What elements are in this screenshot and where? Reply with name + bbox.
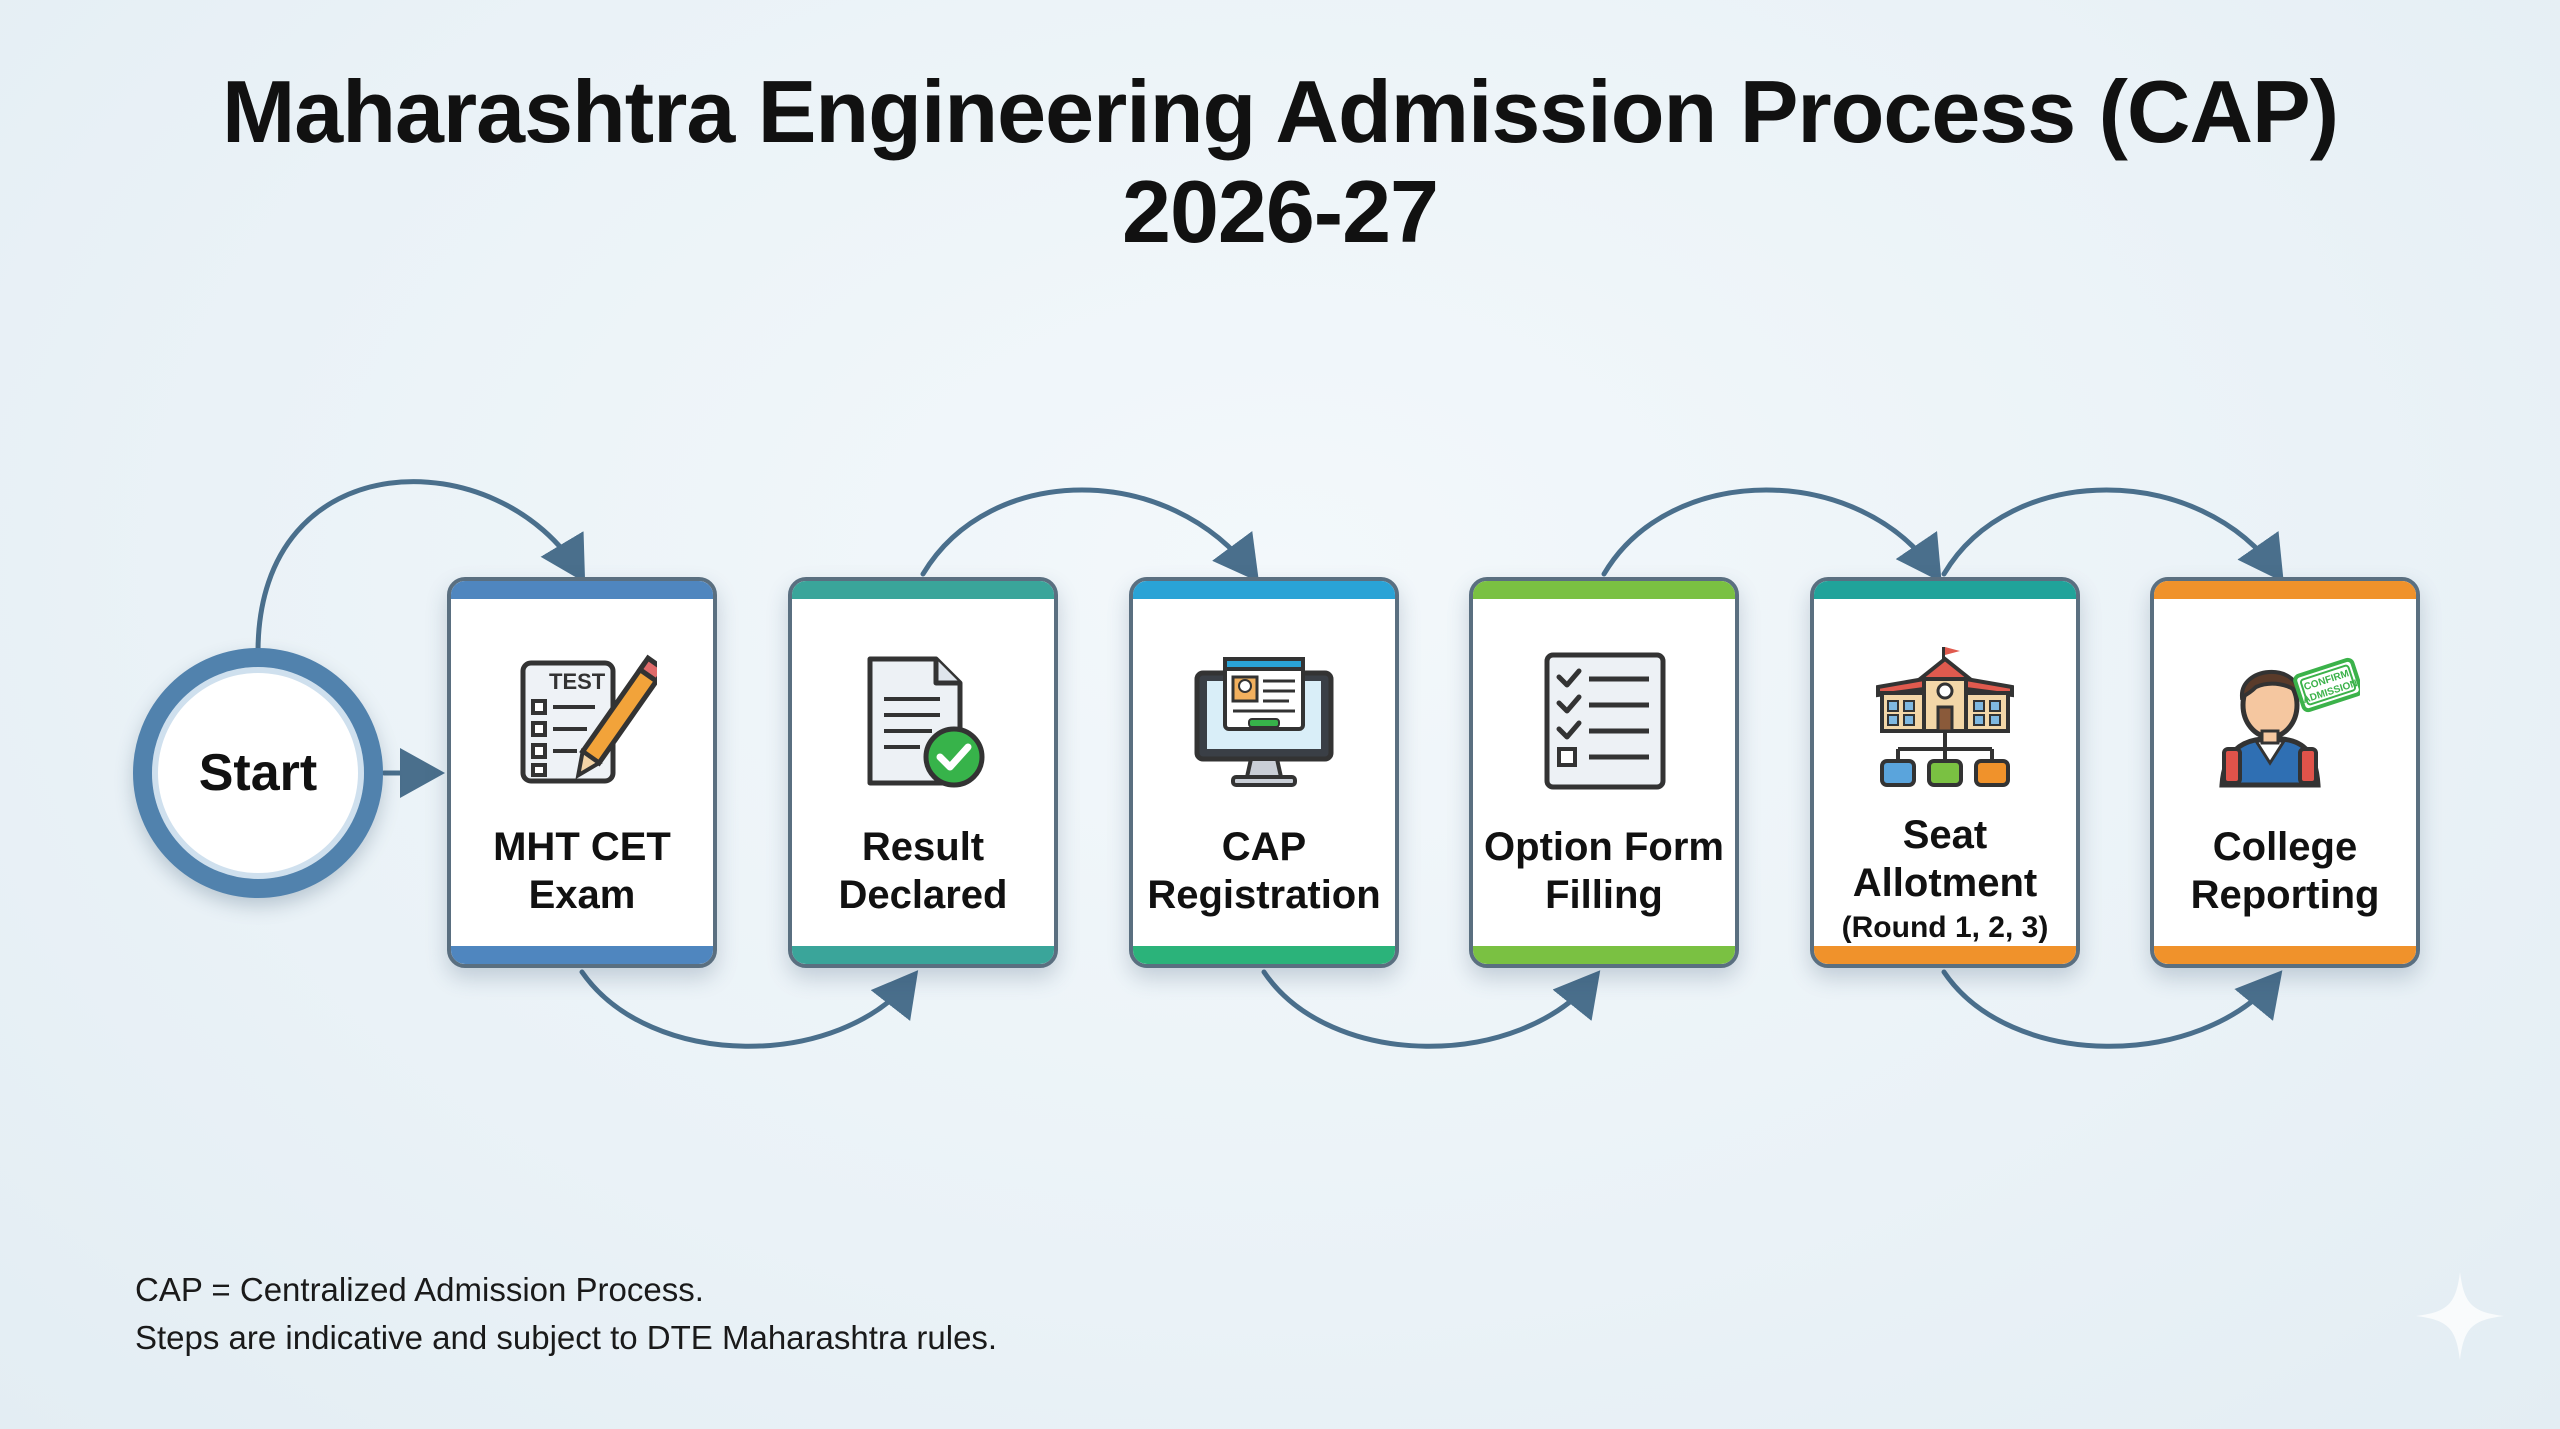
card-accent-top: [1133, 581, 1395, 599]
start-label: Start: [198, 744, 318, 802]
step-label: CAP Registration: [1147, 825, 1381, 917]
step-card-seat-allotment: Seat Allotment (Round 1, 2, 3): [1810, 577, 2080, 968]
step-card-cap-registration: CAP Registration: [1129, 577, 1399, 968]
checklist-icon: [1544, 652, 1666, 790]
step-label: Result Declared: [838, 825, 1008, 917]
title-line-1: Maharashtra Engineering Admission Proces…: [221, 62, 2339, 161]
card-accent-top: [1814, 581, 2076, 599]
step-label: Seat Allotment: [1852, 813, 2038, 905]
sparkle-icon: [2416, 1272, 2504, 1360]
step-card-result-declared: Result Declared: [788, 577, 1058, 968]
card-accent-bottom: [1473, 946, 1735, 964]
arrow-seat-to-college-bottom: [1941, 969, 2283, 1049]
arrow-start-to-mht: [255, 479, 586, 655]
step-label: Option Form Filling: [1484, 825, 1724, 917]
card-accent-top: [1473, 581, 1735, 599]
arrow-cap-to-option: [1261, 969, 1601, 1049]
college-tree-icon: [1876, 647, 2014, 787]
student-confirm-icon: CONFIRM ADMISSION: [2219, 657, 2360, 788]
step-sublabel: (Round 1, 2, 3): [1841, 911, 2049, 944]
arrow-option-to-seat: [1601, 487, 1942, 583]
card-accent-bottom: [2154, 946, 2416, 964]
step-label: MHT CET Exam: [493, 825, 671, 917]
card-accent-bottom: [451, 946, 713, 964]
card-accent-bottom: [1814, 946, 2076, 964]
arrow-result-to-cap: [920, 487, 1259, 583]
card-accent-bottom: [792, 946, 1054, 964]
document-check-icon: [867, 656, 985, 788]
arrow-mht-to-result: [579, 969, 919, 1049]
test-paper-pencil-icon: TEST: [520, 654, 657, 784]
card-accent-top: [451, 581, 713, 599]
step-card-college-reporting: CONFIRM ADMISSION College Reporting: [2150, 577, 2420, 968]
footnote-line-1: CAP = Centralized Admission Process.: [135, 1271, 704, 1308]
arrow-seat-to-college-top: [1941, 487, 2284, 583]
step-card-option-form-filling: Option Form Filling: [1469, 577, 1739, 968]
card-accent-bottom: [1133, 946, 1395, 964]
footnote: CAP = Centralized Admission Process. Ste…: [135, 1266, 997, 1362]
test-label: TEST: [549, 669, 606, 694]
title-line-2: 2026-27: [1122, 162, 1439, 261]
card-accent-top: [2154, 581, 2416, 599]
step-card-mht-cet-exam: TEST MHT CET Exam: [447, 577, 717, 968]
step-label: College Reporting: [2190, 825, 2380, 917]
footnote-line-2: Steps are indicative and subject to DTE …: [135, 1319, 998, 1356]
page-title: Maharashtra Engineering Admission Proces…: [0, 62, 2560, 262]
card-accent-top: [792, 581, 1054, 599]
computer-profile-icon: [1194, 657, 1334, 787]
start-node: Start: [133, 648, 383, 898]
